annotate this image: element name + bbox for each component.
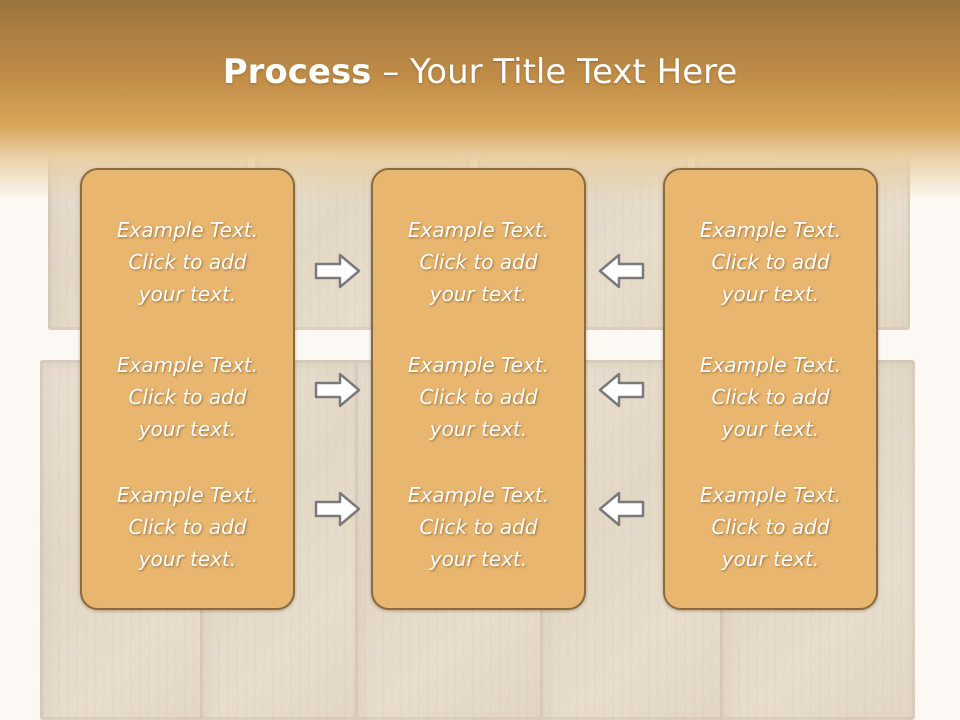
text-line: Example Text. (407, 483, 550, 507)
title-rest: – Your Title Text Here (371, 52, 738, 92)
text-line: Example Text. (699, 353, 842, 377)
slide-title[interactable]: Process – Your Title Text Here (0, 52, 960, 92)
text-item-3[interactable]: Example Text. Click to add your text. (82, 479, 293, 575)
text-line: Click to add (711, 515, 830, 539)
process-box-left[interactable]: Example Text. Click to add your text. Ex… (80, 168, 295, 610)
text-line: Click to add (419, 250, 538, 274)
text-line: your text. (721, 282, 820, 306)
text-line: Example Text. (116, 218, 259, 242)
text-item-3[interactable]: Example Text. Click to add your text. (665, 479, 876, 575)
text-line: your text. (429, 417, 528, 441)
text-line: your text. (721, 547, 820, 571)
text-item-1[interactable]: Example Text. Click to add your text. (82, 214, 293, 310)
title-bold: Process (222, 52, 372, 92)
text-line: Example Text. (116, 353, 259, 377)
text-item-1[interactable]: Example Text. Click to add your text. (665, 214, 876, 310)
text-line: your text. (429, 282, 528, 306)
text-item-1[interactable]: Example Text. Click to add your text. (373, 214, 584, 310)
process-box-right[interactable]: Example Text. Click to add your text. Ex… (663, 168, 878, 610)
arrow-right-icon (314, 490, 362, 528)
arrow-left-icon (597, 252, 645, 290)
text-line: your text. (429, 547, 528, 571)
text-item-2[interactable]: Example Text. Click to add your text. (665, 349, 876, 445)
text-item-3[interactable]: Example Text. Click to add your text. (373, 479, 584, 575)
text-line: Example Text. (699, 483, 842, 507)
text-line: Click to add (128, 250, 247, 274)
text-line: Click to add (419, 385, 538, 409)
text-line: Example Text. (407, 353, 550, 377)
text-line: Example Text. (699, 218, 842, 242)
process-box-center[interactable]: Example Text. Click to add your text. Ex… (371, 168, 586, 610)
text-line: your text. (138, 282, 237, 306)
text-line: Click to add (711, 385, 830, 409)
arrow-right-icon (314, 371, 362, 409)
text-line: Click to add (711, 250, 830, 274)
text-line: your text. (721, 417, 820, 441)
arrow-left-icon (597, 490, 645, 528)
text-line: Click to add (128, 385, 247, 409)
text-item-2[interactable]: Example Text. Click to add your text. (82, 349, 293, 445)
text-line: Click to add (128, 515, 247, 539)
header-band (0, 0, 960, 200)
text-line: your text. (138, 417, 237, 441)
text-line: your text. (138, 547, 237, 571)
arrow-left-icon (597, 371, 645, 409)
text-line: Example Text. (116, 483, 259, 507)
text-line: Click to add (419, 515, 538, 539)
text-line: Example Text. (407, 218, 550, 242)
text-item-2[interactable]: Example Text. Click to add your text. (373, 349, 584, 445)
arrow-right-icon (314, 252, 362, 290)
